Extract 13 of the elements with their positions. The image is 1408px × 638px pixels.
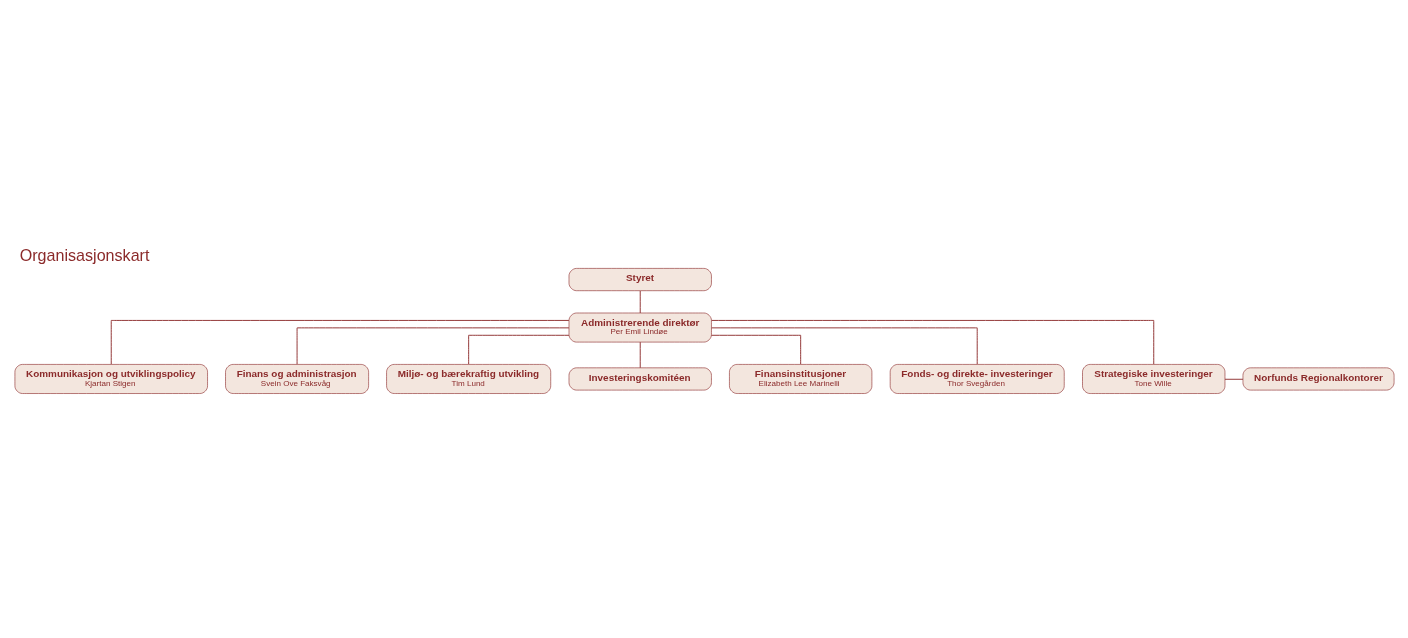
connector bbox=[710, 326, 978, 365]
connector bbox=[1224, 378, 1243, 380]
connector bbox=[639, 289, 641, 313]
node-box: Norfunds Regionalkontorer bbox=[1242, 367, 1394, 390]
diagram-title: Organisasjonskart bbox=[19, 245, 149, 264]
connector bbox=[467, 334, 569, 365]
connector bbox=[296, 326, 569, 365]
node-box: Investeringskomitéen bbox=[568, 367, 712, 390]
connector bbox=[639, 341, 641, 368]
node-box: Styret bbox=[568, 267, 712, 291]
connector bbox=[710, 319, 1154, 365]
connector bbox=[710, 334, 801, 365]
connector bbox=[110, 319, 569, 365]
